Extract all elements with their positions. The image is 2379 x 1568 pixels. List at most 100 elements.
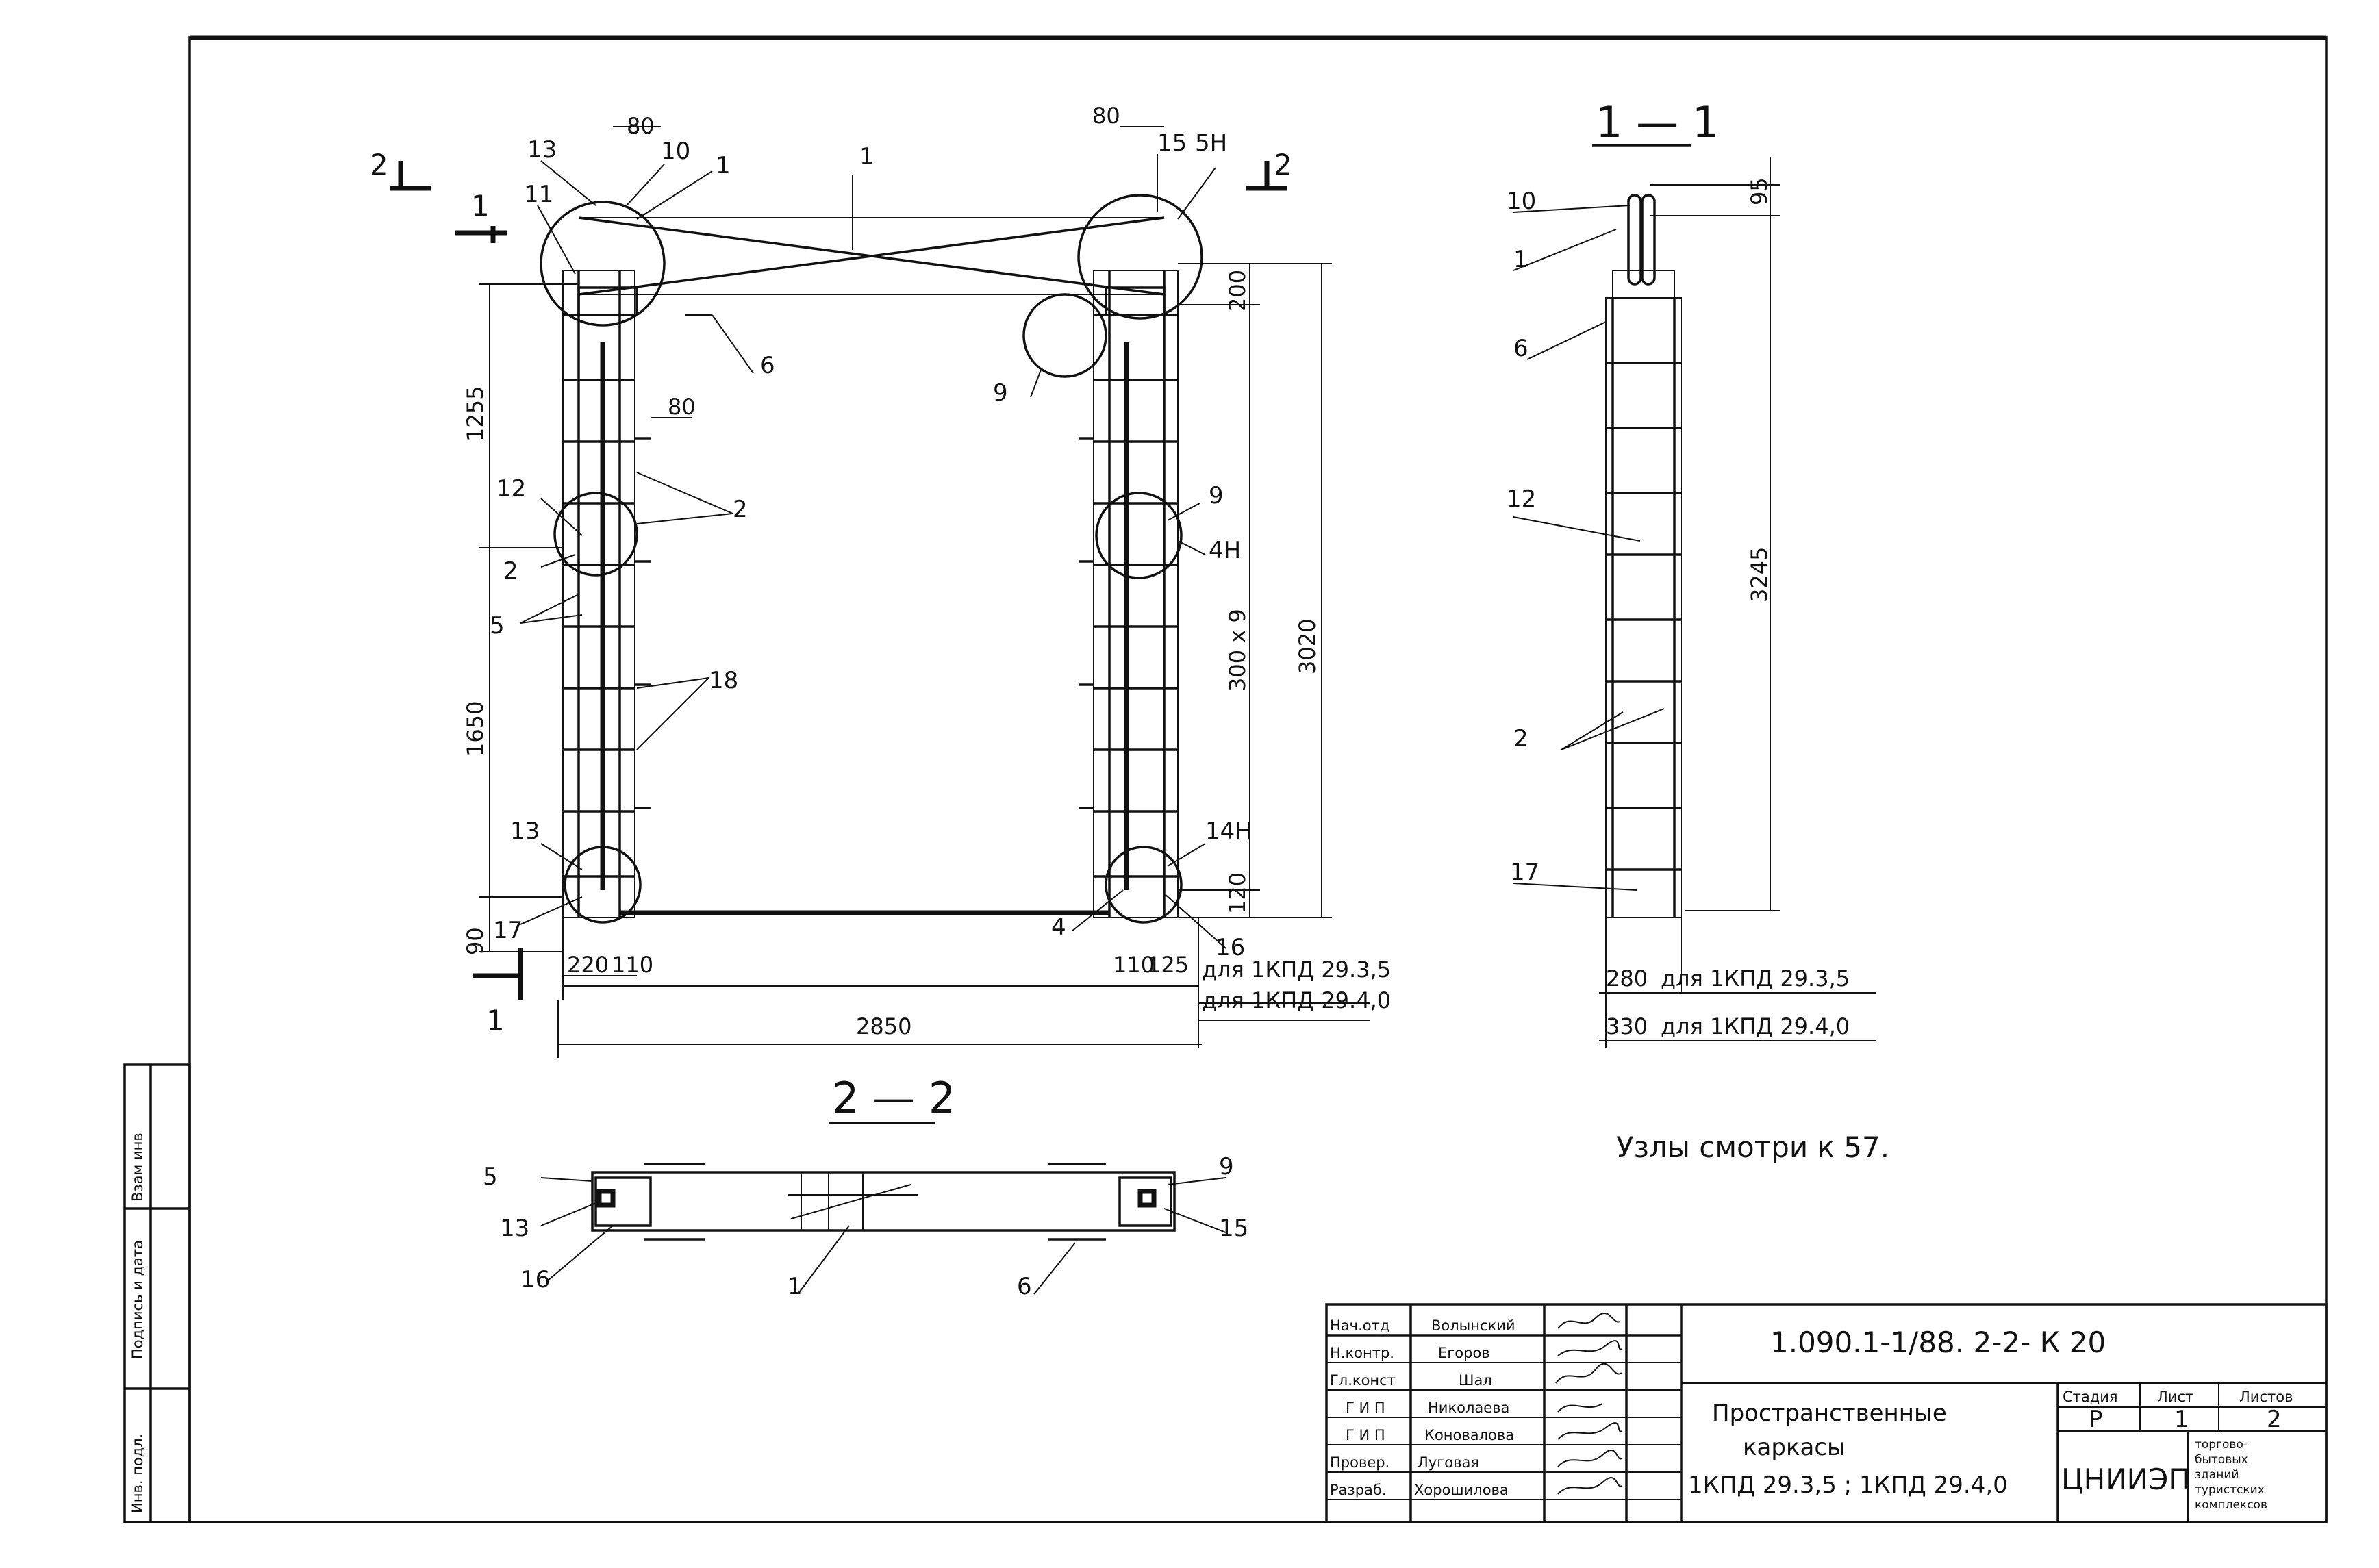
- staff-role-7: Разраб.: [1330, 1482, 1387, 1498]
- top-left-node: [577, 286, 638, 316]
- staff-name-3: Шал: [1459, 1372, 1492, 1389]
- section-2-2-marker-15: 15: [1219, 1215, 1248, 1242]
- staff-role-5: Г И П: [1346, 1427, 1385, 1443]
- left-column-outline: [562, 270, 635, 918]
- marker-12: 12: [496, 475, 526, 503]
- staff-name-4: Николаева: [1428, 1400, 1509, 1416]
- marker-6: 6: [760, 352, 775, 379]
- staff-name-1: Волынский: [1431, 1317, 1515, 1334]
- marker-2-left: 2: [503, 557, 518, 585]
- doc-code: 1.090.1-1/88. 2-2- К 20: [1770, 1326, 2106, 1359]
- left-stirrups: [563, 314, 635, 878]
- dim-80-top-right: 80: [1092, 103, 1120, 129]
- staff-name-2: Егоров: [1438, 1345, 1490, 1361]
- staff-name-7: Хорошилова: [1414, 1482, 1509, 1498]
- stage-header: Стадия: [2063, 1389, 2118, 1405]
- dim-1255: 1255: [462, 386, 488, 442]
- section-1-1-dim-95: 95: [1746, 177, 1772, 205]
- marker-13-bottom: 13: [510, 818, 540, 845]
- staff-role-3: Гл.конст: [1330, 1372, 1396, 1389]
- dim-300x9: 300 х 9: [1224, 609, 1250, 692]
- org-desc-4: туристских: [2195, 1483, 2265, 1497]
- marker-5: 5: [490, 612, 505, 640]
- section-1-1-column: [1605, 297, 1682, 918]
- side-stamp-cell-1: Взам инв: [129, 1133, 146, 1202]
- dimension-lines: [479, 126, 1370, 1058]
- cut-mark-1-top: 1: [471, 189, 490, 223]
- dim-110-right: 110: [1113, 952, 1155, 978]
- side-stamp: Взам инв Подпись и дата Инв. подл.: [123, 1063, 191, 1523]
- marker-4: 4: [1051, 913, 1066, 941]
- marker-4n: 4Н: [1209, 537, 1241, 564]
- title-line-3: 1КПД 29.3,5 ; 1КПД 29.4,0: [1688, 1471, 2008, 1499]
- side-stamp-cell-3: Инв. подл.: [129, 1434, 146, 1513]
- elevation-view: 2 2 1 1 13 10 1 11 1 15 5Н 6 9: [370, 103, 1391, 1058]
- dim-80-mid: 80: [668, 394, 696, 420]
- dim-200: 200: [1224, 270, 1250, 312]
- section-2-2-marker-9: 9: [1219, 1153, 1234, 1180]
- leader-lines: [520, 154, 1226, 949]
- staff-name-5: Коновалова: [1424, 1427, 1514, 1443]
- section-1-1-title: 1 — 1: [1596, 97, 1719, 147]
- dim-220: 220: [567, 952, 609, 978]
- detail-circle-13: [564, 846, 642, 924]
- marker-1-a: 1: [716, 152, 731, 179]
- brace-diagonal-b: [578, 216, 1165, 296]
- section-2-2-marker-1: 1: [788, 1273, 803, 1300]
- dim-90: 90: [462, 927, 488, 955]
- detail-circle-12: [553, 492, 638, 577]
- cut-markers: [390, 161, 1287, 1000]
- marker-18: 18: [709, 667, 738, 694]
- section-2-2-marker-5: 5: [483, 1163, 498, 1191]
- section-2-2-marker-13: 13: [500, 1215, 529, 1242]
- dim-1650: 1650: [462, 701, 488, 757]
- org-desc-5: комплексов: [2195, 1498, 2267, 1512]
- cut-mark-2-left: 2: [370, 148, 388, 181]
- sheets-value: 2: [2267, 1406, 2282, 1433]
- section-2-2-marker-6: 6: [1017, 1273, 1032, 1300]
- marker-5n: 5Н: [1195, 129, 1227, 157]
- dim-2850: 2850: [856, 1013, 911, 1039]
- org-desc-1: торгово-: [2195, 1438, 2248, 1452]
- dim-3020: 3020: [1294, 619, 1320, 674]
- section-1-1-view: 1 — 1 95 3245 10: [1507, 97, 1889, 1164]
- marker-16: 16: [1216, 934, 1245, 961]
- section-2-2-title: 2 — 2: [832, 1073, 955, 1123]
- staff-role-6: Провер.: [1330, 1454, 1389, 1471]
- section-1-1-dim-3245: 3245: [1746, 547, 1772, 603]
- marker-2-mid: 2: [733, 496, 748, 523]
- marker-13-top: 13: [527, 136, 557, 164]
- marker-14n: 14Н: [1205, 818, 1253, 845]
- sheet-value: 1: [2174, 1406, 2189, 1433]
- signatures: [1555, 1313, 1622, 1495]
- cut-mark-2-right: 2: [1274, 148, 1292, 181]
- detail-circle-9: [1022, 293, 1107, 378]
- dim-125: 125: [1147, 952, 1189, 978]
- title-block: 1.090.1-1/88. 2-2- К 20 Пространственные…: [1325, 1303, 2328, 1523]
- marker-17: 17: [493, 917, 523, 944]
- nodes-note: Узлы смотри к 57.: [1616, 1130, 1889, 1164]
- detail-circle-top-left: [540, 201, 666, 327]
- detail-circle-16: [1105, 846, 1183, 924]
- section-1-1-marker-6: 6: [1513, 335, 1528, 362]
- section-1-1-row-1-text: для 1КПД 29.3,5: [1661, 965, 1850, 991]
- section-1-1-marker-17: 17: [1510, 859, 1539, 886]
- marker-10: 10: [661, 138, 690, 165]
- section-2-2-marker-16: 16: [520, 1266, 550, 1293]
- staff-name-6: Луговая: [1418, 1454, 1479, 1471]
- staff-role-2: Н.контр.: [1330, 1345, 1394, 1361]
- title-line-1: Пространственные: [1712, 1400, 1947, 1427]
- section-1-1-marker-1: 1: [1513, 246, 1528, 273]
- detail-circle-top-right: [1077, 194, 1203, 320]
- marker-15: 15: [1157, 129, 1187, 157]
- side-stamp-cell-2: Подпись и дата: [129, 1240, 146, 1359]
- dim-120: 120: [1224, 872, 1250, 914]
- section-1-1-marker-10: 10: [1507, 188, 1536, 215]
- cut-mark-1-bottom: 1: [486, 1004, 505, 1037]
- staff-role-1: Нач.отд: [1330, 1317, 1389, 1334]
- marker-9-top: 9: [993, 379, 1008, 407]
- right-column-outline: [1093, 270, 1179, 918]
- top-right-node: [1105, 286, 1166, 316]
- variant-label-a: для 1КПД 29.3,5: [1202, 957, 1391, 983]
